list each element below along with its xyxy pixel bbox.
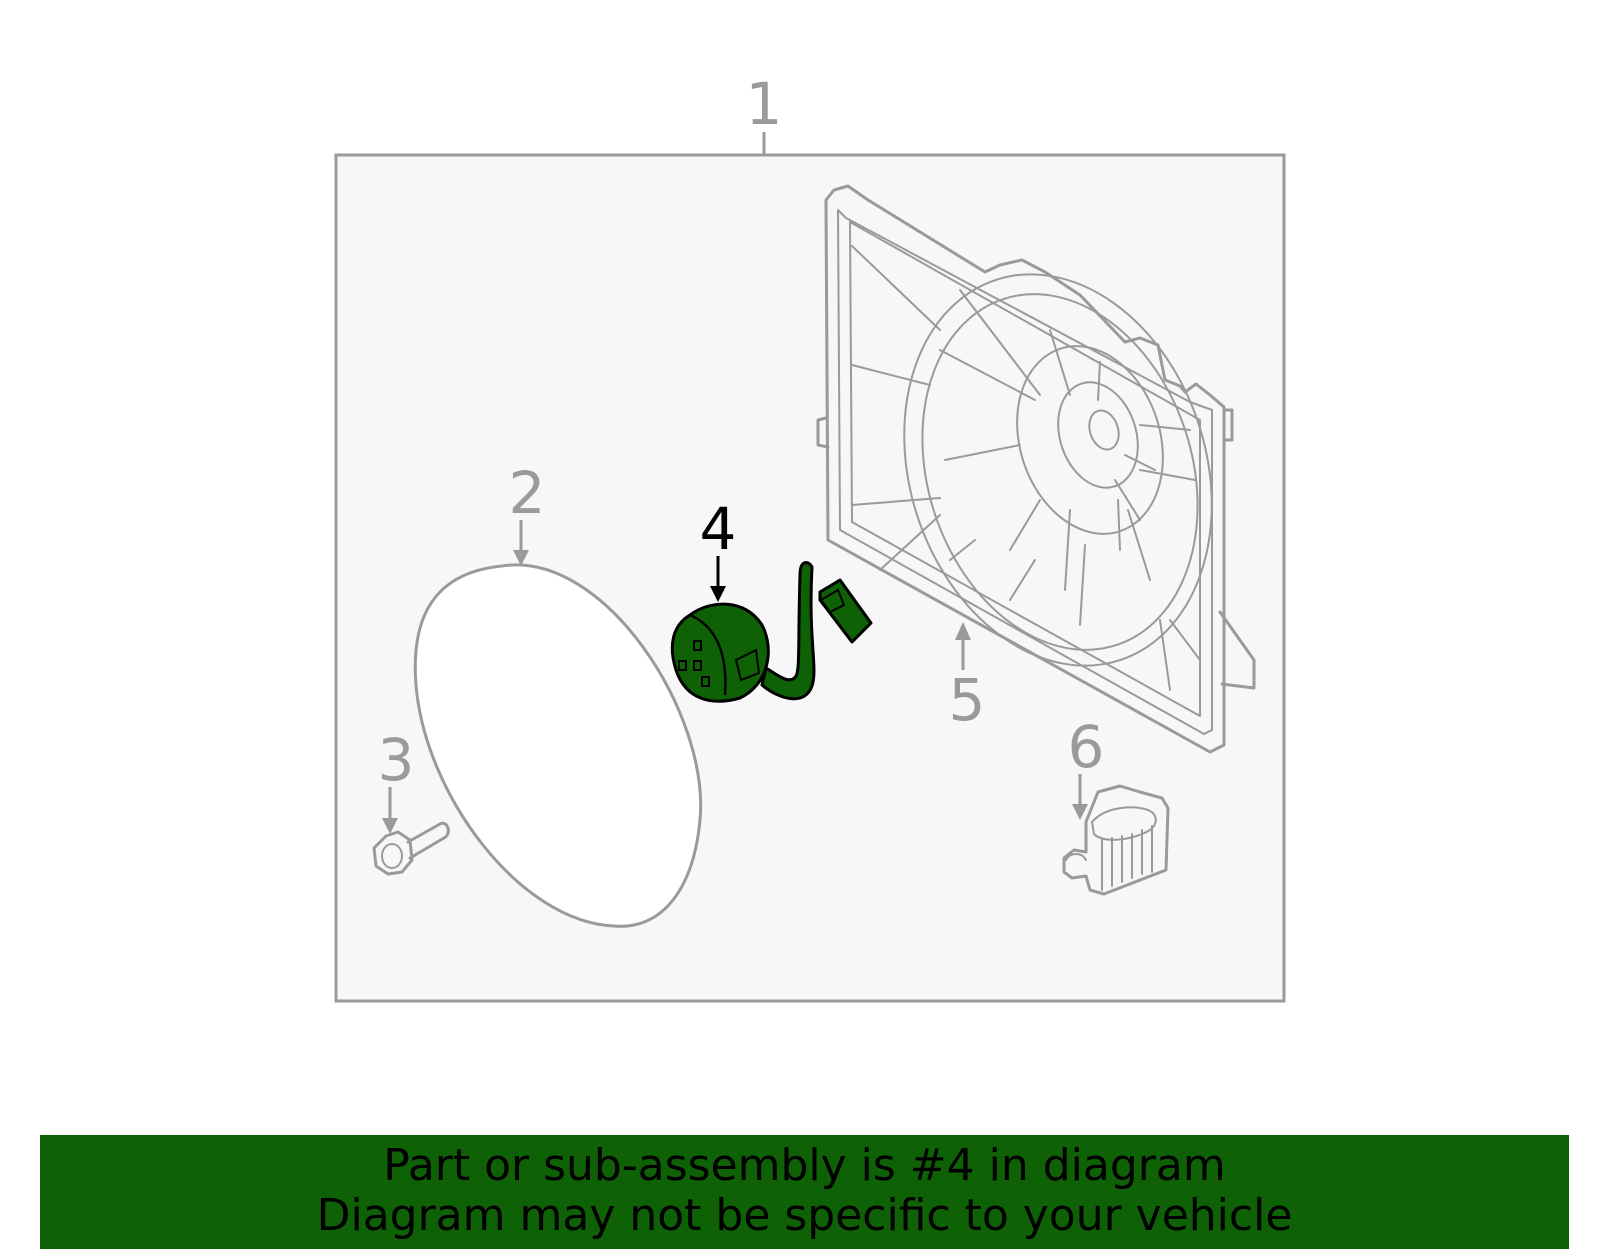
- callout-2[interactable]: 2: [509, 459, 546, 527]
- fan-shroud[interactable]: [816, 184, 1261, 754]
- callout-5[interactable]: 5: [949, 666, 986, 734]
- callout-4[interactable]: 4: [700, 495, 737, 563]
- fan-motor[interactable]: [670, 561, 873, 703]
- banner-line-disclaimer: Diagram may not be specific to your vehi…: [316, 1190, 1293, 1241]
- callout-4-arrowhead: [710, 586, 726, 602]
- callout-2-arrowhead: [513, 550, 529, 566]
- callout-5-arrowhead: [955, 622, 971, 640]
- fan-resistor[interactable]: [1062, 784, 1170, 896]
- callout-1[interactable]: 1: [746, 70, 783, 138]
- callout-6-arrowhead: [1072, 804, 1088, 820]
- callout-3-arrowhead: [382, 818, 398, 834]
- bolt[interactable]: [372, 821, 450, 876]
- callout-3[interactable]: 3: [378, 726, 415, 794]
- info-banner: Part or sub-assembly is #4 in diagram Di…: [40, 1135, 1569, 1249]
- shroud-seal[interactable]: [413, 563, 703, 928]
- callout-6[interactable]: 6: [1068, 713, 1105, 781]
- banner-line-part: Part or sub-assembly is #4 in diagram: [383, 1140, 1226, 1191]
